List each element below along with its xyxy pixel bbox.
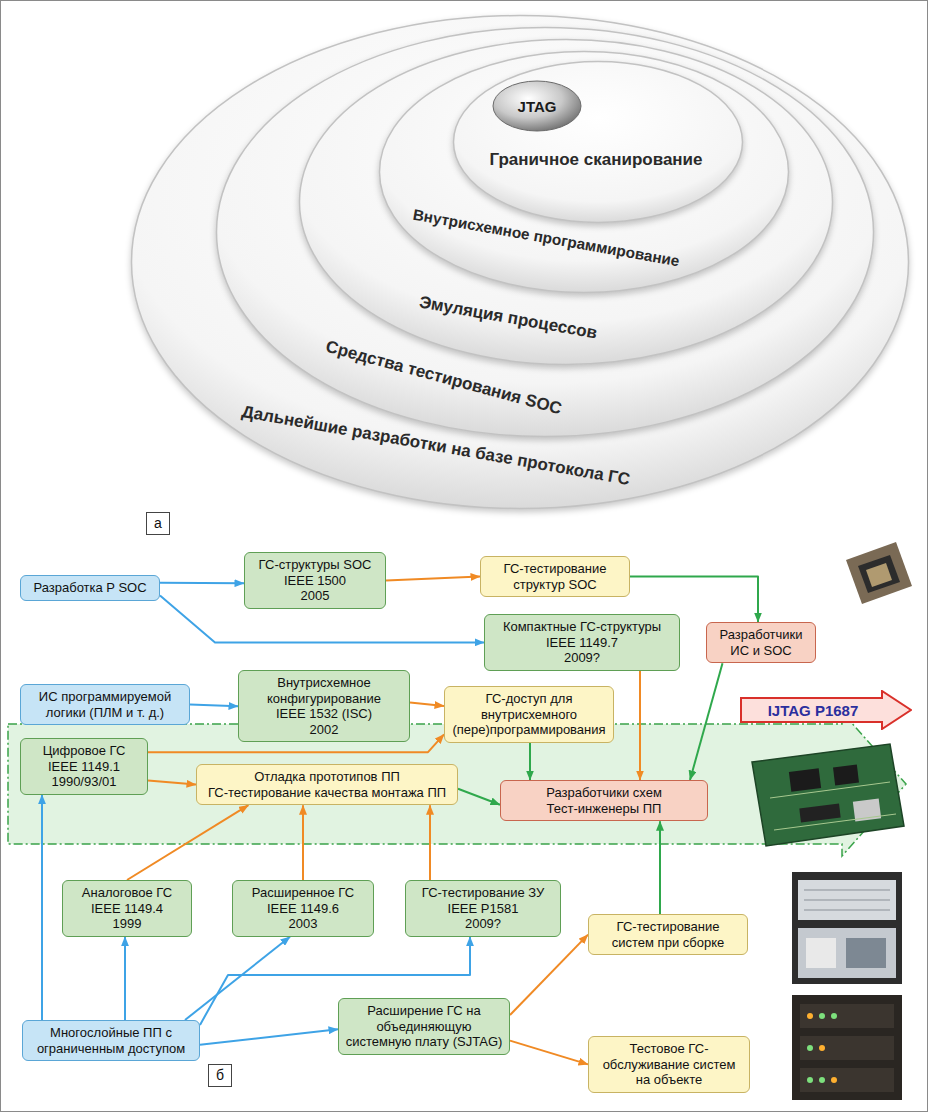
user-box: Разработчики схемТест-инженеры ПП — [500, 780, 708, 821]
cabinet-photo — [792, 995, 902, 1100]
arrow-outline — [741, 691, 911, 729]
ring-band: Средства тестирования SOCЭмуляция процес… — [215, 26, 875, 438]
flow-arrow — [458, 789, 500, 805]
user-box: Разработчики ИС и SOC — [706, 622, 816, 663]
flow-arrow — [690, 663, 723, 780]
node-text: IEEE 1532 (ISC) — [245, 706, 403, 722]
application-box: ГС-тестирование структур SOC — [480, 556, 630, 597]
node-text: ИС программируемой логики (ПЛМ и т. д.) — [27, 689, 183, 720]
standard-box: ГС-структуры SOCIEEE 15002005 — [244, 552, 386, 609]
ring-outline — [217, 28, 874, 437]
node-text: Расширенное ГС — [239, 885, 367, 901]
node-text: ГС-структуры SOC — [251, 557, 379, 573]
source-box: Многослойные ПП с ограниченным доступом — [22, 1020, 200, 1061]
node-text: ГС-тестирование качества монтажа ПП — [203, 785, 451, 801]
node-text: ГС-тестирование систем при сборке — [595, 919, 741, 950]
standard-box: Расширение ГС на объединяющую системную … — [338, 998, 510, 1055]
node-text: 2009? — [491, 650, 673, 666]
application-box: Тестовое ГС-обслуживание систем на объек… — [588, 1036, 750, 1093]
source-box: ИС программируемой логики (ПЛМ и т. д.) — [20, 684, 190, 725]
node-text: 2003 — [239, 916, 367, 932]
node-text: Тест-инженеры ПП — [507, 801, 701, 817]
application-box: ГС-доступ для внутрисхемного (пере)прогр… — [444, 686, 614, 743]
flow-arrow — [429, 805, 431, 880]
node-text: Внутрисхемное конфигурирование — [245, 675, 403, 706]
node-text: Разработка P SOC — [27, 580, 153, 596]
flow-arrow — [127, 805, 248, 880]
flow-arrow — [200, 1029, 338, 1045]
standard-box: ГС-тестирование ЗУIEEE P15812009? — [405, 880, 561, 937]
ring-outline — [300, 40, 833, 365]
node-text: IEEE P1581 — [412, 901, 554, 917]
flow-arrow — [41, 795, 43, 1020]
ring-band: Эмуляция процессовВнутрисхемное программ… — [298, 38, 834, 366]
node-text: Расширение ГС на объединяющую системную … — [345, 1003, 503, 1050]
node-text: 2002 — [245, 722, 403, 738]
flow-arrow — [185, 937, 290, 1020]
flow-arrow — [148, 781, 196, 785]
flow-arrow — [510, 935, 588, 1015]
ring-outline — [380, 52, 789, 293]
flow-arrow — [124, 937, 126, 1020]
flow-arrow — [302, 805, 304, 880]
source-box: Разработка P SOC — [20, 575, 160, 601]
ring-outline — [132, 16, 909, 509]
node-text: б — [209, 1067, 231, 1084]
flow-arrow — [529, 743, 531, 780]
node-text: ГС-тестирование структур SOC — [487, 561, 623, 592]
standard-box: Цифровое ГСIEEE 1149.11990/93/01 — [20, 738, 148, 795]
node-text: IEEE 1500 — [251, 573, 379, 589]
node-text: 2009? — [412, 916, 554, 932]
chip-photo — [846, 542, 912, 604]
node-text: Отладка прототипов ПП — [203, 769, 451, 785]
flow-arrow — [386, 577, 480, 581]
ball-outline — [493, 81, 581, 131]
panel-letter: а — [146, 512, 170, 535]
flow-arrow — [639, 671, 641, 780]
rack-photo — [792, 872, 902, 984]
node-text: 1990/93/01 — [27, 774, 141, 790]
node-text: Разработчики схем — [507, 785, 701, 801]
application-box: ГС-тестирование систем при сборке — [588, 914, 748, 955]
board-photo — [752, 744, 904, 846]
node-text: 1999 — [69, 916, 185, 932]
node-text: JTAG — [518, 98, 557, 115]
node-text: IEEE 1149.7 — [491, 635, 673, 651]
ring-outline — [454, 62, 743, 223]
flow-arrow — [510, 1041, 588, 1065]
flow-arrow — [190, 705, 238, 707]
standard-box: Компактные ГС-структурыIEEE 1149.72009? — [484, 614, 680, 671]
node-text: IEEE 1149.4 — [69, 901, 185, 917]
standard-box: Аналоговое ГСIEEE 1149.41999 — [62, 880, 192, 937]
node-text: ГС-тестирование ЗУ — [412, 885, 554, 901]
node-text: IEEE 1149.1 — [27, 759, 141, 775]
node-text: IEEE 1149.6 — [239, 901, 367, 917]
node-text: Компактные ГС-структуры — [491, 619, 673, 635]
node-text: IJTAG P1687 — [768, 702, 859, 719]
ring-band: Внутрисхемное программированиеГраничное … — [378, 50, 790, 294]
application-box: Отладка прототипов ППГС-тестирование кач… — [196, 764, 458, 805]
node-text: 2005 — [251, 588, 379, 604]
node-text: Разработчики ИС и SOC — [713, 627, 809, 658]
node-text: Цифровое ГС — [27, 743, 141, 759]
ijtag-arrow: IJTAG P1687 — [740, 690, 912, 730]
node-text: а — [147, 515, 169, 532]
panel-letter: б — [208, 1064, 232, 1087]
standard-box: Внутрисхемное конфигурированиеIEEE 1532 … — [238, 670, 410, 742]
ring-band: Дальнейшие разработки на базе протокола … — [130, 14, 910, 510]
node-text: Аналоговое ГС — [69, 885, 185, 901]
standard-box: Расширенное ГСIEEE 1149.62003 — [232, 880, 374, 937]
node-text: Многослойные ПП с ограниченным доступом — [29, 1025, 193, 1056]
node-text: Тестовое ГС-обслуживание систем на объек… — [595, 1041, 743, 1088]
ring-label: Граничное сканирование — [490, 150, 703, 170]
ring-band: Граничное сканирование JTAG — [452, 60, 744, 224]
jtag-ball: JTAG — [492, 80, 582, 132]
shape-outline — [452, 60, 744, 224]
flow-arrow — [160, 582, 244, 585]
node-text: ГС-доступ для внутрисхемного (пере)прогр… — [451, 691, 607, 738]
flow-arrow — [659, 821, 661, 914]
flow-arrow — [410, 703, 444, 706]
